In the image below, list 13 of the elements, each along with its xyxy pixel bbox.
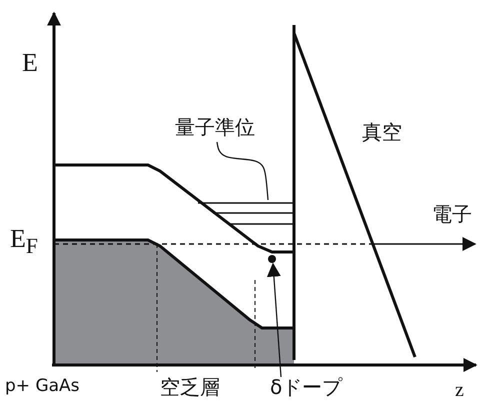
dopant-dot bbox=[268, 255, 276, 263]
region-label: 空乏層 bbox=[160, 377, 220, 397]
region-label: 真空 bbox=[362, 122, 402, 142]
arrow bbox=[266, 262, 282, 378]
annotation-text: δドープ bbox=[270, 377, 360, 399]
annotation-text: 量子準位 bbox=[175, 117, 269, 139]
quantum-level-lines bbox=[198, 200, 294, 227]
arrow-label: 電子 bbox=[432, 204, 472, 224]
fermi-level-label: E$_{F}$ bbox=[10, 226, 38, 258]
axis-label: z bbox=[455, 380, 464, 400]
leader-line bbox=[216, 142, 269, 200]
region-label: p+ GaAs bbox=[5, 378, 80, 395]
axis-label: E bbox=[22, 50, 38, 76]
